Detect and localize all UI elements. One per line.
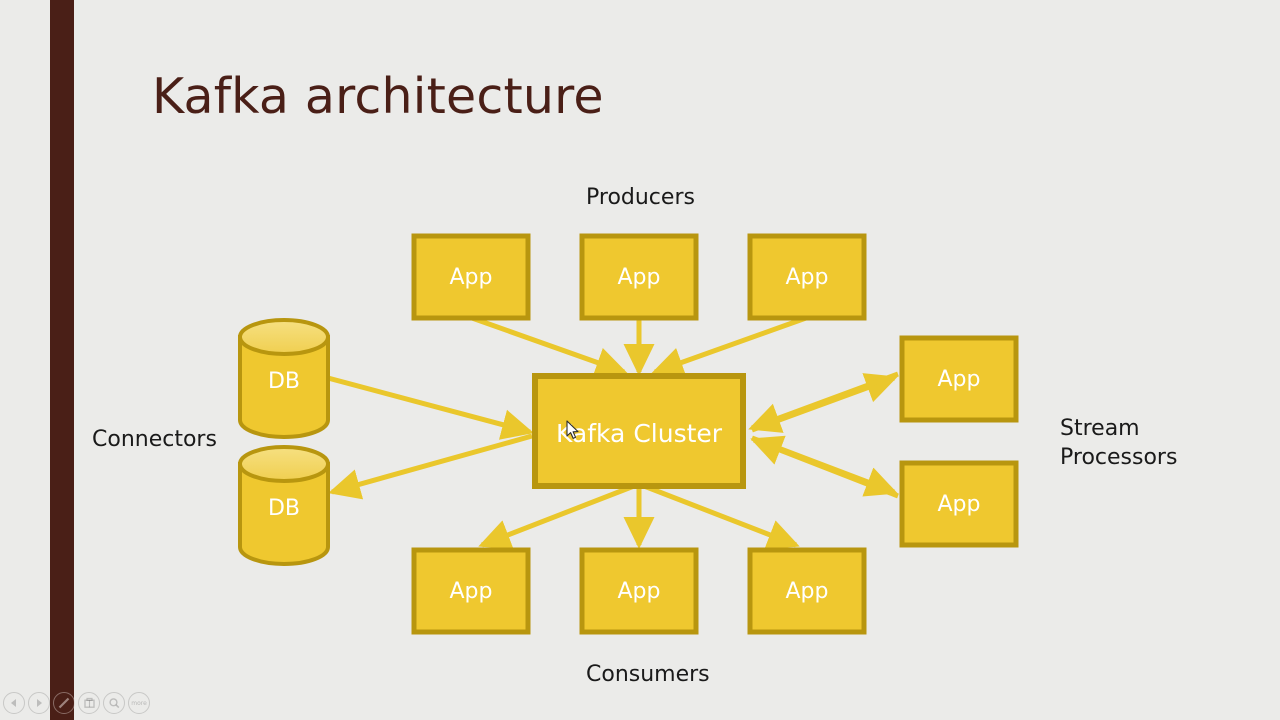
kafka-cluster-node[interactable] [532, 373, 746, 489]
arrow-db1-to-cluster [327, 375, 534, 440]
producer-node-1[interactable] [411, 233, 531, 321]
arrow-cluster-to-consumer1 [478, 483, 635, 550]
present-icon [83, 697, 95, 708]
connector-arrows [327, 375, 534, 500]
connector-db-2[interactable] [238, 445, 330, 566]
stream-processor-arrows [748, 371, 899, 499]
magnifier-icon [108, 697, 119, 708]
arrow-producer3-to-cluster [651, 315, 807, 378]
consumers-group-label: Consumers [586, 662, 710, 687]
pen-icon [58, 697, 70, 709]
zoom-search-button[interactable] [103, 692, 125, 714]
arrow-cluster-to-consumer3 [643, 483, 800, 550]
more-icon: more [131, 700, 147, 707]
stream-processors-group-label: Stream Processors [1060, 416, 1178, 470]
consumer-node-2[interactable] [579, 547, 699, 635]
more-options-label: more [131, 700, 147, 707]
stream-processor-node-2[interactable] [899, 460, 1019, 548]
producer-arrows [471, 315, 807, 378]
consumer-arrows [478, 483, 800, 550]
producer-node-2[interactable] [579, 233, 699, 321]
triangle-right-icon [37, 699, 42, 707]
stream-processor-node-1[interactable] [899, 335, 1019, 423]
consumer-node-1[interactable] [411, 547, 531, 635]
arrow-streamapp2-to-cluster [750, 435, 899, 499]
connectors-group-label: Connectors [92, 427, 217, 452]
present-button[interactable] [78, 692, 100, 714]
producer-node-3[interactable] [747, 233, 867, 321]
triangle-left-icon [11, 699, 16, 707]
previous-slide-button[interactable] [3, 692, 25, 714]
producers-group-label: Producers [586, 185, 695, 210]
pen-annotate-button[interactable] [53, 692, 75, 714]
page-title: Kafka architecture [152, 68, 604, 125]
slide-toolbar: more [0, 686, 155, 720]
more-options-button[interactable]: more [128, 692, 150, 714]
arrow-streamapp1-to-cluster [748, 371, 899, 433]
consumer-node-3[interactable] [747, 547, 867, 635]
next-slide-button[interactable] [28, 692, 50, 714]
connector-db-1[interactable] [238, 318, 330, 439]
arrow-cluster-to-db2 [328, 433, 533, 500]
arrow-producer1-to-cluster [471, 315, 628, 378]
slide-accent-stripe [50, 0, 74, 720]
